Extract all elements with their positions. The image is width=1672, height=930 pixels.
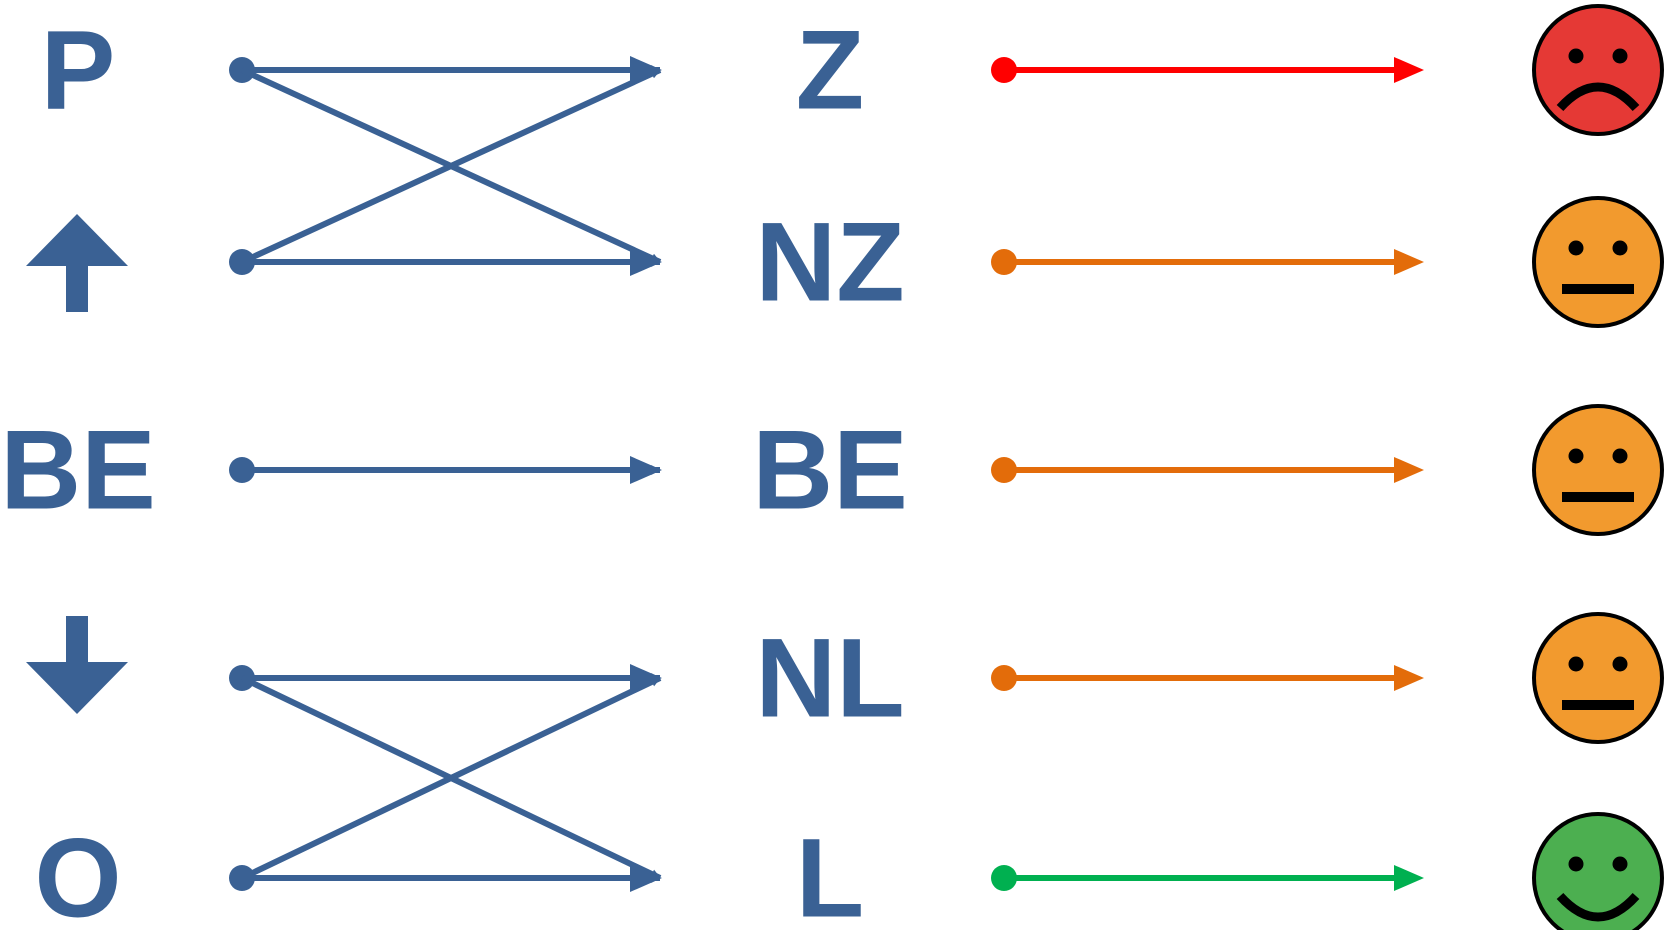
neutral-face-icon xyxy=(1532,196,1664,328)
left-label-be: BE xyxy=(0,408,156,533)
connection-arrowhead xyxy=(630,248,662,276)
connection-arrowhead xyxy=(630,864,662,892)
left-connections xyxy=(229,56,662,892)
faces-column xyxy=(1532,4,1664,930)
connection-arrow xyxy=(240,67,662,265)
outcome-arrow-red xyxy=(991,57,1424,83)
middle-column: Z NZ BE NL L xyxy=(752,8,908,930)
outcome-arrow-orange xyxy=(991,457,1424,483)
arrow-down-icon xyxy=(26,616,128,714)
neutral-face-icon xyxy=(1532,612,1664,744)
arrow-up-icon xyxy=(26,214,128,312)
neutral-face-icon xyxy=(1532,404,1664,536)
middle-label-nz: NZ xyxy=(755,200,904,325)
connection-arrow xyxy=(240,675,662,881)
outcome-arrow-orange xyxy=(991,249,1424,275)
middle-label-be: BE xyxy=(752,408,908,533)
left-label-o: O xyxy=(34,816,121,930)
connection-arrowhead xyxy=(630,456,662,484)
middle-label-nl: NL xyxy=(755,616,904,741)
sad-face-icon xyxy=(1532,4,1664,136)
connection-arrowhead xyxy=(630,664,662,692)
outcome-arrow-green xyxy=(991,865,1424,891)
connection-arrowhead xyxy=(630,56,662,84)
left-label-p: P xyxy=(41,8,116,133)
connection-start-dot xyxy=(229,457,255,483)
outcome-arrow-orange xyxy=(991,665,1424,691)
happy-face-icon xyxy=(1532,812,1664,930)
middle-label-z: Z xyxy=(796,8,864,133)
left-column: P BE O xyxy=(0,8,156,930)
middle-label-l: L xyxy=(796,816,864,930)
right-arrows xyxy=(991,57,1424,891)
